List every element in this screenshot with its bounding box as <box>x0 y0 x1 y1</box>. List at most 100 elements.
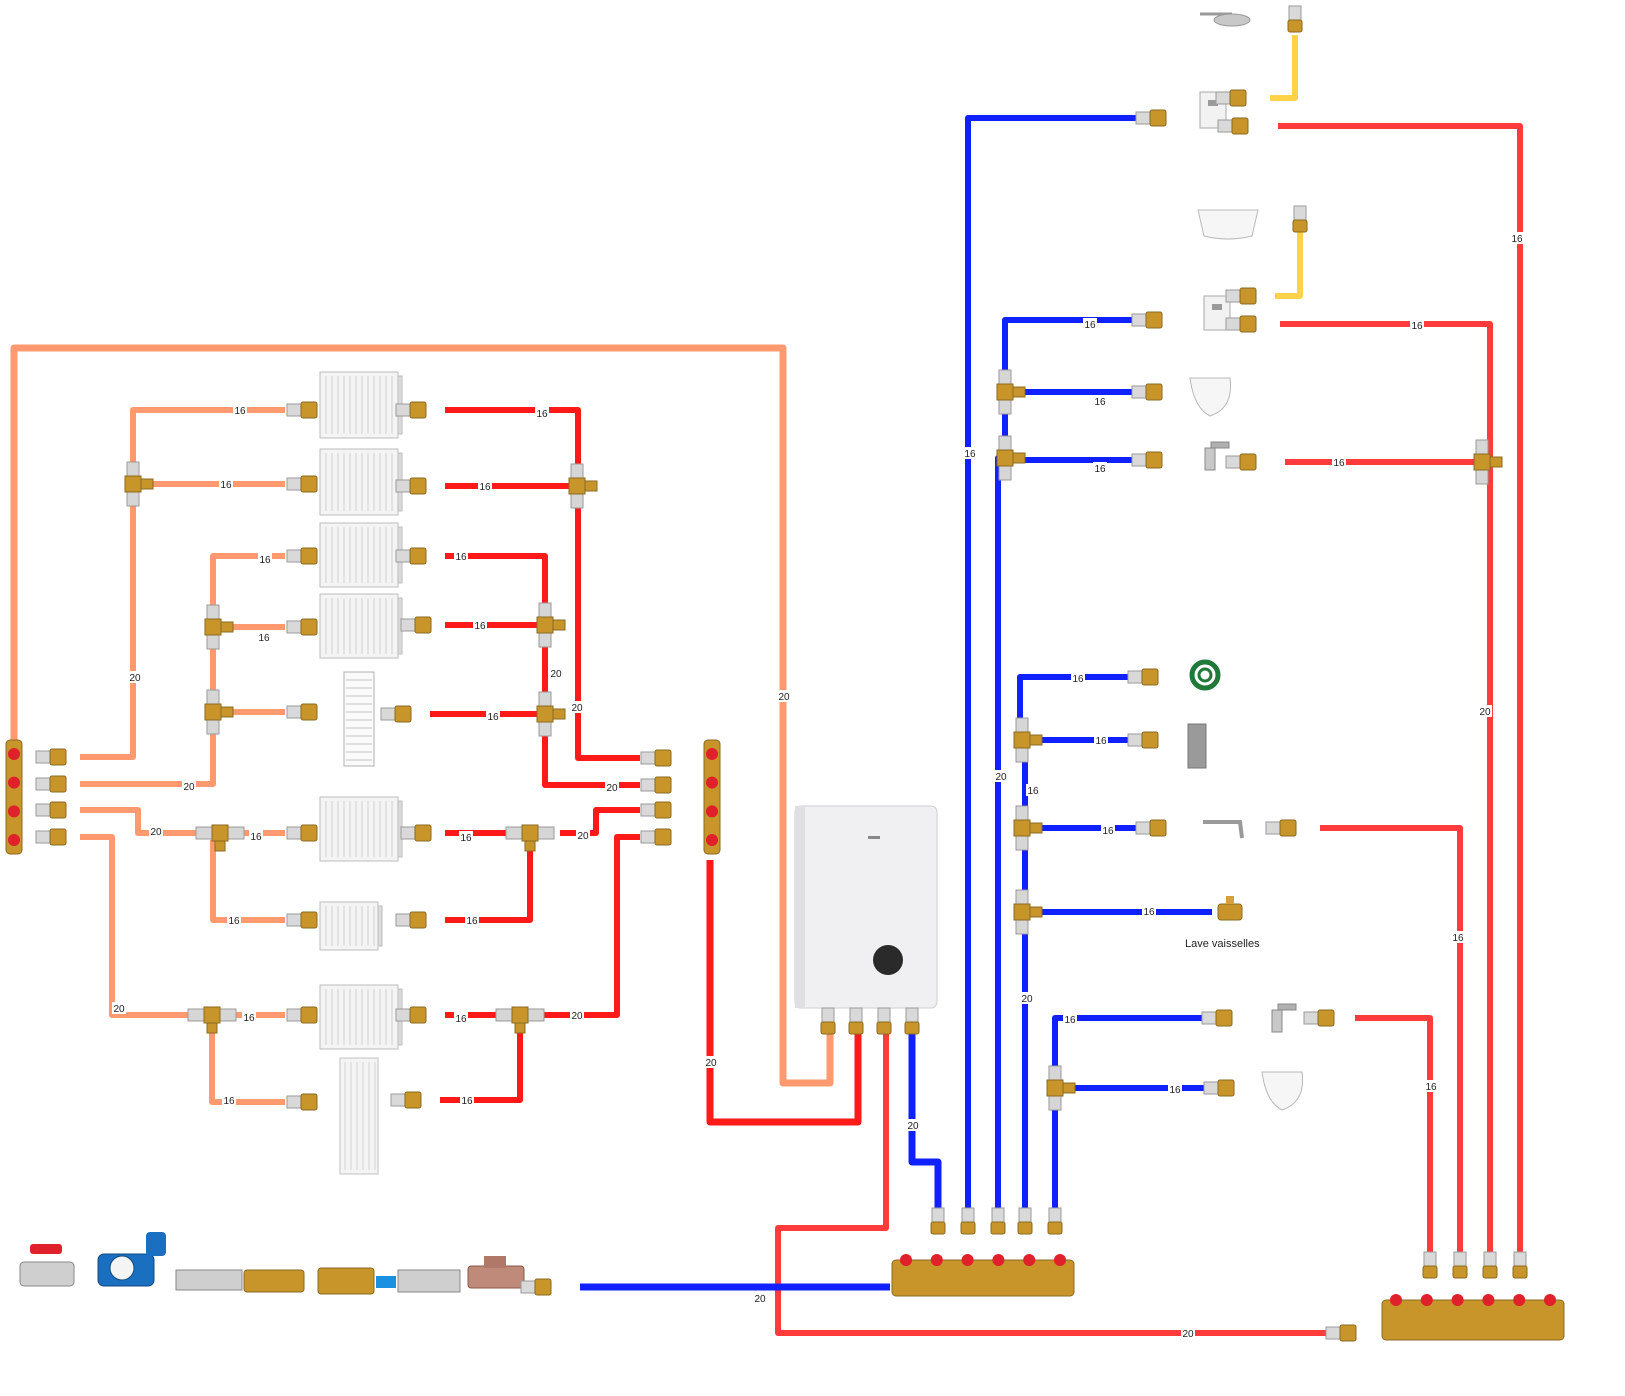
diameter-label: 20 <box>754 1294 766 1305</box>
kitchen-spout <box>1203 820 1244 839</box>
fitting-nut <box>1452 1265 1468 1279</box>
label-background <box>1071 672 1085 684</box>
fitting-icon <box>395 477 427 495</box>
tee-fitting-icon <box>1013 805 1043 851</box>
fitting-nut <box>1287 19 1303 33</box>
fitting-sleeve <box>1048 1207 1062 1223</box>
label-background <box>1410 319 1424 331</box>
diameter-label: 20 <box>571 1011 583 1022</box>
fitting-icon <box>1127 668 1159 686</box>
fitting-icon <box>1225 287 1257 305</box>
label-background <box>1478 705 1492 717</box>
manifold-valve <box>930 1254 943 1266</box>
manifold-bar <box>703 739 721 855</box>
label-background <box>906 1119 920 1131</box>
diameter-label: 16 <box>1333 458 1345 469</box>
fitting-nut <box>1339 1324 1357 1342</box>
fitting-nut <box>1422 1265 1438 1279</box>
fitting-icon <box>1217 117 1249 135</box>
pipe <box>706 860 862 1126</box>
pipe <box>560 807 640 836</box>
pipe <box>80 407 285 760</box>
manifold-valve <box>900 1254 912 1266</box>
fitting-icon <box>390 1091 422 1109</box>
boiler-logo <box>868 836 880 839</box>
water-heater-icon <box>1187 723 1207 769</box>
fitting-sleeve <box>1127 733 1143 747</box>
fitting-icon <box>640 749 672 767</box>
pipe <box>540 834 640 1018</box>
radiator-icon <box>319 796 403 862</box>
shower-head-icon <box>1200 12 1251 27</box>
tee-nut <box>204 618 222 636</box>
tee-branch <box>214 840 226 852</box>
pipes-layer <box>10 35 1523 1336</box>
fitting-nut <box>404 1091 422 1109</box>
fitting-icon <box>1131 451 1163 469</box>
diameter-label: 16 <box>487 712 499 723</box>
diameter-label: 16 <box>220 480 232 491</box>
fitting-icon <box>640 776 672 794</box>
pipe-diameter-label: 16 <box>1142 905 1156 918</box>
fitting-sleeve <box>640 778 656 792</box>
fitting-icon <box>1131 383 1163 401</box>
diameter-label: 16 <box>536 409 548 420</box>
fitting-sleeve <box>395 1008 411 1022</box>
radiator-icon <box>319 593 403 659</box>
diameter-label: 20 <box>183 782 195 793</box>
fitting-sleeve <box>1018 1207 1032 1223</box>
fitting-icon <box>1215 89 1247 107</box>
fitting-sleeve <box>1325 1326 1341 1340</box>
pipe-diameter-label: 16 <box>1083 318 1097 331</box>
fitting-sleeve <box>35 777 51 791</box>
fitting-nut <box>654 828 672 846</box>
pipe-diameter-label: 16 <box>454 1012 468 1025</box>
pipe-diameter-label: 20 <box>1181 1327 1195 1340</box>
fitting-nut <box>409 401 427 419</box>
fitting-sleeve <box>1225 317 1241 331</box>
fitting-nut <box>49 828 67 846</box>
fitting-nut <box>49 748 67 766</box>
fitting-sleeve <box>1131 453 1147 467</box>
boiler-body <box>794 805 938 1009</box>
radiator-icon <box>319 371 403 439</box>
pipe-diameter-label: 16 <box>222 1094 236 1107</box>
heating-flow-manifold <box>703 739 721 855</box>
pipe-diameter-label: 16 <box>454 550 468 563</box>
fitting-sleeve <box>1215 91 1231 105</box>
reducer-cap <box>484 1256 506 1268</box>
fitting-icon <box>286 703 318 721</box>
heating-return-manifold <box>5 739 23 855</box>
fitting-icon <box>640 801 672 819</box>
tee-branch <box>1062 1082 1076 1094</box>
tee-nut <box>1046 1079 1064 1097</box>
diameter-label: 16 <box>258 633 270 644</box>
label-background <box>963 447 977 459</box>
tap-body <box>1271 1009 1283 1033</box>
pipe <box>965 115 1143 1215</box>
fitting-icon <box>1292 205 1308 233</box>
ball-valve-handle <box>30 1244 62 1254</box>
tee-branch <box>206 1022 218 1034</box>
tee-nut <box>996 383 1014 401</box>
diameter-label: 16 <box>460 833 472 844</box>
fitting-sleeve <box>877 1007 891 1023</box>
fitting-nut <box>990 1221 1006 1235</box>
label-background <box>1424 1080 1438 1092</box>
pipe-diameter-label: 20 <box>994 770 1008 783</box>
fitting-sleeve <box>380 707 396 721</box>
pipe-diameter-label: 20 <box>570 1009 584 1022</box>
fitting-icon <box>520 1278 552 1296</box>
label-background <box>486 710 500 722</box>
fitting-nut <box>1047 1221 1063 1235</box>
fitting-icon <box>395 401 427 419</box>
radiator-icon <box>319 984 403 1050</box>
tee-fitting-icon <box>1046 1065 1076 1111</box>
pipe-diameter-label: 16 <box>1063 1013 1077 1026</box>
manifold-valve <box>1023 1254 1036 1266</box>
fitting-nut <box>300 911 318 929</box>
pipe <box>1052 1015 1212 1215</box>
diameter-label: 16 <box>1102 826 1114 837</box>
fitting-sleeve <box>1293 205 1307 221</box>
